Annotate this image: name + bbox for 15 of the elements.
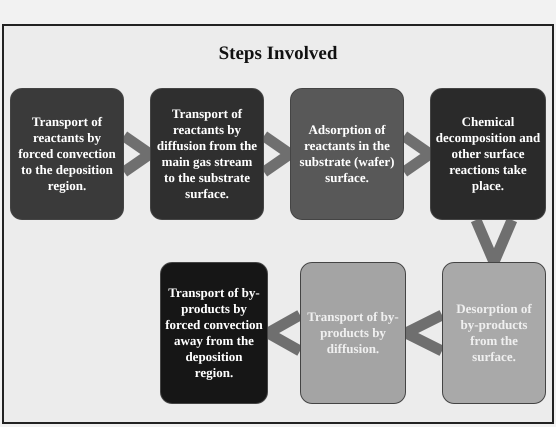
step-box xyxy=(430,88,546,220)
step-text: Chemical decomposition and other surface reactions take place. xyxy=(435,114,541,194)
step-box xyxy=(442,262,546,404)
step-box xyxy=(160,262,268,404)
step-text: Desorption of by-products from the surface. xyxy=(455,301,533,365)
step-text: Transport of reactants by diffusion from the main gas stream to the substrate surface. xyxy=(156,106,258,202)
title: Steps Involved xyxy=(218,42,338,66)
step-text: Transport of by-products by forced convection away from the deposition region. xyxy=(165,285,263,381)
step-text: Adsorption of reactants in the substrate (wafer) surface. xyxy=(298,122,396,186)
step-box xyxy=(290,88,404,220)
step-text: Transport of by-products by diffusion. xyxy=(306,309,400,357)
step-box xyxy=(10,88,124,220)
step-box xyxy=(300,262,406,404)
step-text: Transport of reactants by forced convection to the deposition region. xyxy=(17,114,117,194)
step-box xyxy=(150,88,264,220)
